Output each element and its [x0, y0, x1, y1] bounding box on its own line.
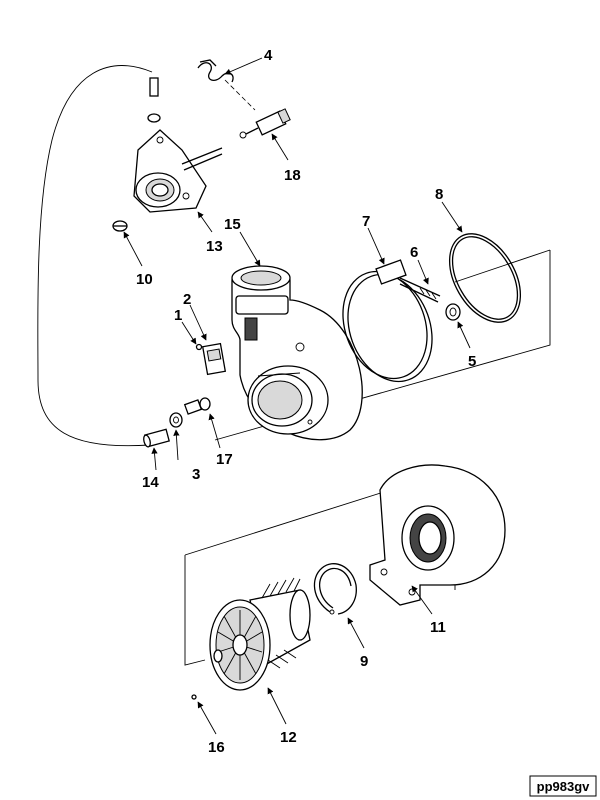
figure-code: pp983gv — [537, 779, 591, 794]
callout-8: 8 — [435, 186, 443, 203]
part-11-turbine-housing — [369, 464, 506, 606]
callout-9: 9 — [360, 653, 368, 670]
wastegate-hose-line — [37, 65, 153, 447]
part-15-compressor-housing — [231, 265, 363, 441]
callout-10: 10 — [136, 271, 153, 288]
part-16-plug — [191, 694, 197, 700]
part-5-nut — [445, 303, 461, 321]
part-8-o-ring — [448, 233, 522, 323]
part-17-fitting — [183, 397, 211, 415]
callout-11: 11 — [430, 619, 446, 636]
callout-12: 12 — [280, 729, 297, 746]
callout-3: 3 — [192, 466, 200, 483]
callout-13: 13 — [206, 238, 223, 255]
callout-15: 15 — [224, 216, 241, 233]
callout-6: 6 — [410, 244, 418, 261]
part-2-plate — [201, 342, 227, 376]
part-4-clip — [197, 59, 256, 111]
callout-leaders — [123, 57, 471, 735]
callout-5: 5 — [468, 353, 476, 370]
callout-14: 14 — [142, 474, 159, 491]
callout-17: 17 — [216, 451, 233, 468]
part-13-actuator-bracket — [133, 77, 223, 213]
part-1-rivet — [195, 343, 203, 351]
callout-1: 1 — [174, 307, 182, 324]
part-12-cartridge — [209, 577, 311, 691]
part-18-fitting — [239, 108, 291, 139]
part-9-snap-ring — [313, 563, 357, 615]
part-7-vband-clamp — [342, 259, 433, 383]
part-3-nut — [169, 412, 183, 428]
figure-code-box: pp983gv — [529, 775, 597, 797]
part-14-sleeve — [143, 428, 170, 448]
part-10-screw — [112, 220, 128, 232]
callout-7: 7 — [362, 213, 370, 230]
callout-2: 2 — [183, 291, 191, 308]
callout-16: 16 — [208, 739, 225, 756]
callout-4: 4 — [264, 47, 273, 64]
callout-18: 18 — [284, 167, 301, 184]
part-6-t-bolt — [399, 277, 441, 303]
callout-labels: 4 18 13 10 15 7 6 8 5 2 1 14 3 17 11 9 1… — [136, 47, 476, 756]
